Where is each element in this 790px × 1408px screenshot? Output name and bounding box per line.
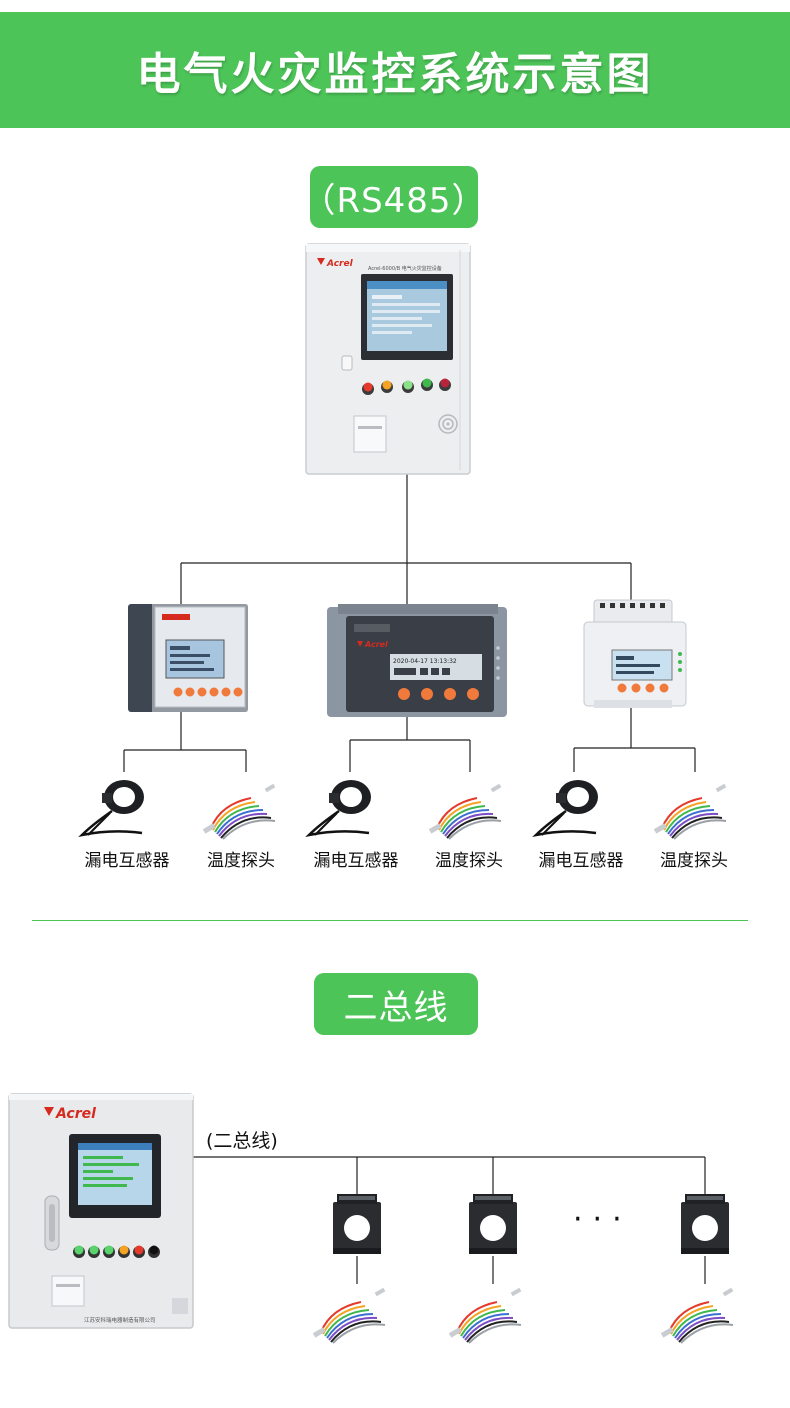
- two-bus-host-cabinet: Acrel 江苏安科瑞电器制造有限公司: [8, 1093, 194, 1329]
- section-divider: [32, 920, 748, 921]
- host-brand-logo: Acrel: [326, 259, 354, 269]
- more-devices-ellipsis: ···: [573, 1202, 632, 1237]
- caption-leakage-ct-2: 漏电互感器: [313, 851, 399, 871]
- two-bus-probe-2: [447, 1286, 523, 1344]
- indicator-buttons: [362, 378, 451, 395]
- two-bus-label-text: 二总线: [343, 987, 449, 1028]
- caption-leakage-ct-1: 漏电互感器: [84, 851, 170, 871]
- two-bus-probe-1: [311, 1286, 387, 1344]
- two-bus-ct-1: [333, 1194, 381, 1254]
- caption-temp-probe-2: 温度探头: [435, 851, 503, 871]
- caption-temp-probe-1: 温度探头: [207, 851, 275, 871]
- temp-probe-1: [201, 782, 277, 840]
- two-bus-label: 二总线: [314, 973, 478, 1035]
- leakage-ct-3: [534, 778, 600, 837]
- caption-temp-probe-3: 温度探头: [660, 851, 728, 871]
- detector-module-3: [583, 599, 687, 708]
- caption-leakage-ct-3: 漏电互感器: [538, 851, 624, 871]
- temp-probe-2: [427, 782, 503, 840]
- two-bus-ct-2: [469, 1194, 517, 1254]
- two-bus-ct-3: [681, 1194, 729, 1254]
- page-title: 电气火灾监控系统示意图: [136, 49, 654, 100]
- svg-text:Acrel: Acrel: [364, 640, 388, 649]
- leakage-ct-2: [307, 778, 373, 837]
- leakage-ct-1: [80, 778, 146, 837]
- two-bus-probe-3: [659, 1286, 735, 1344]
- host2-indicator-lights: [73, 1245, 160, 1258]
- title-banner: 电气火灾监控系统示意图: [0, 12, 790, 128]
- two-bus-wire-label: (二总线): [206, 1130, 278, 1152]
- temp-probe-3: [652, 782, 728, 840]
- host2-maker-label: 江苏安科瑞电器制造有限公司: [84, 1316, 156, 1324]
- detector-module-2: Acrel 2020-04-17 13:13:32: [327, 604, 507, 717]
- host2-brand-logo: Acrel: [55, 1106, 96, 1122]
- rs485-label-text: （RS485）: [301, 180, 487, 221]
- rs485-label: （RS485）: [301, 166, 486, 228]
- module2-screen-text: 2020-04-17 13:13:32: [393, 658, 457, 665]
- host-model-label: Acrel-6000/B 电气火灾监控设备: [368, 265, 442, 272]
- monitoring-host-cabinet: Acrel Acrel-6000/B 电气火灾监控设备: [305, 243, 471, 475]
- detector-module-1: [128, 604, 248, 712]
